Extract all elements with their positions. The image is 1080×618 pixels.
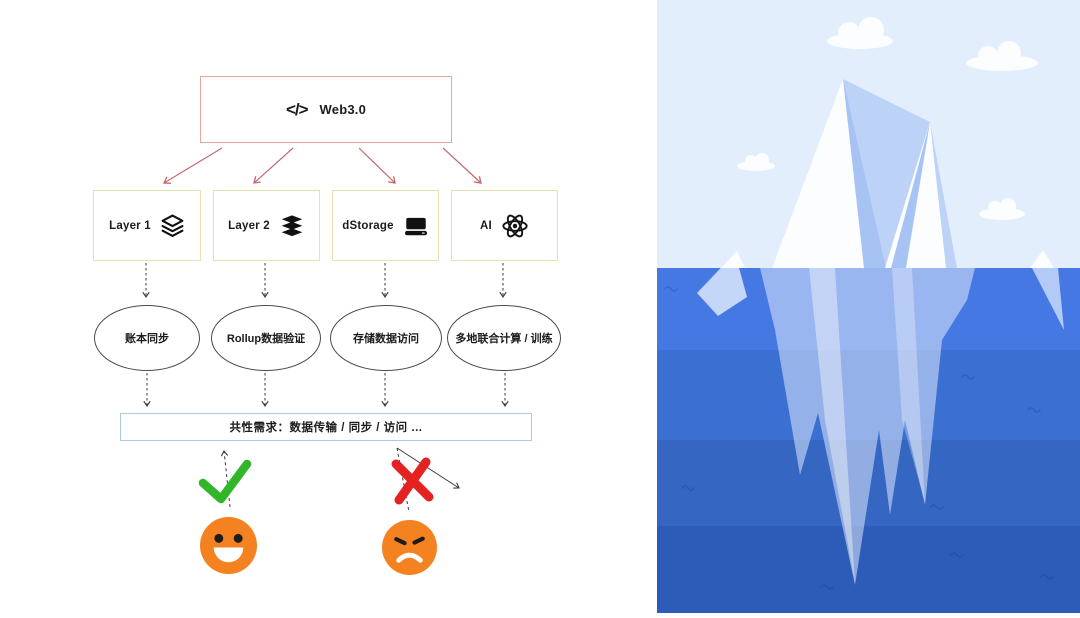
branch-need-arrows xyxy=(142,263,507,299)
root-branch-arrows xyxy=(162,147,482,184)
need-label: 多地联合计算 / 训练 xyxy=(455,333,553,345)
check-icon xyxy=(198,459,252,504)
iceberg-scene xyxy=(657,0,1080,613)
layers-stack-icon xyxy=(281,214,303,236)
cloud-icon xyxy=(979,198,1025,220)
web3-root-box: </> Web3.0 xyxy=(200,76,452,143)
cloud-icon xyxy=(827,17,893,49)
common-needs-label: 共性需求：数据传输 / 同步 / 访问 ... xyxy=(229,422,423,434)
branch-box-layer1: Layer 1 xyxy=(93,190,201,261)
right-berg-underwater xyxy=(1032,268,1064,330)
cross-icon xyxy=(391,457,434,505)
cloud-icon xyxy=(966,41,1038,71)
need-ellipse-rollup-verify: Rollup数据验证 xyxy=(211,305,321,371)
web3-label: Web3.0 xyxy=(319,102,367,117)
iceberg-underwater xyxy=(760,268,975,585)
branch-box-layer2: Layer 2 xyxy=(213,190,320,261)
need-label: 账本同步 xyxy=(125,333,169,345)
smiley-face-emoji xyxy=(200,517,257,574)
iceberg-underwater-facet xyxy=(892,268,925,503)
iceberg-illustration xyxy=(657,0,1080,613)
wave-marks xyxy=(664,286,1054,590)
right-berg-tip xyxy=(1030,250,1054,268)
need-ellipse-ledger-sync: 账本同步 xyxy=(94,305,200,371)
small-berg-underwater xyxy=(697,253,747,316)
small-berg-tip xyxy=(721,251,745,268)
iceberg-peak-second-facet xyxy=(891,122,930,268)
code-icon: </> xyxy=(285,99,309,119)
need-common-arrows xyxy=(143,373,509,408)
layer1-label: Layer 1 xyxy=(109,219,151,232)
layer2-label: Layer 2 xyxy=(228,219,270,232)
dstorage-label: dStorage xyxy=(342,219,394,232)
angry-face-emoji xyxy=(382,520,437,575)
reject-arrow xyxy=(396,447,460,513)
iceberg-underwater-facet xyxy=(809,268,855,583)
iceberg-peak-right-facet xyxy=(930,122,957,268)
web3-flow-diagram: </> Web3.0 Layer 1 Layer 2 dStorage xyxy=(93,76,561,575)
approve-arrow xyxy=(220,449,231,508)
common-needs-box: 共性需求：数据传输 / 同步 / 访问 ... xyxy=(120,413,532,441)
atom-icon xyxy=(502,214,528,237)
need-ellipse-storage-access: 存储数据访问 xyxy=(330,305,442,371)
need-label: Rollup数据验证 xyxy=(226,333,306,345)
need-ellipse-joint-compute: 多地联合计算 / 训练 xyxy=(447,305,561,371)
branch-box-ai: AI xyxy=(451,190,558,261)
need-label: 存储数据访问 xyxy=(353,333,419,345)
ai-label: AI xyxy=(480,219,492,232)
iceberg-peak-main xyxy=(772,79,872,268)
iceberg-peak-main-facet xyxy=(843,79,886,268)
branch-box-dstorage: dStorage xyxy=(332,190,439,261)
water-band-4 xyxy=(657,526,1080,613)
layers-outline-icon xyxy=(161,214,184,237)
cloud-icon xyxy=(737,153,775,171)
storage-drive-icon xyxy=(404,217,427,235)
